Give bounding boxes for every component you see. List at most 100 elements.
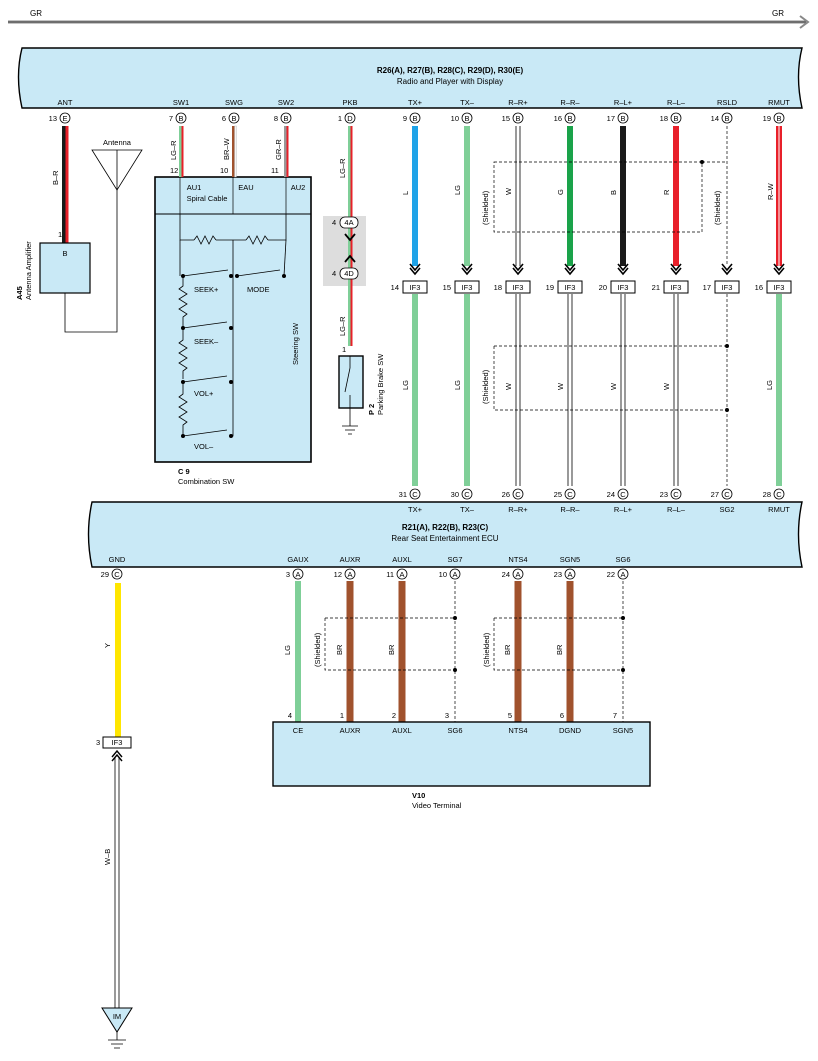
video-pin-label: AUXL bbox=[392, 726, 412, 735]
wire-au2: GR–R bbox=[274, 139, 283, 160]
shielded-label-5: (Shielded) bbox=[482, 632, 491, 667]
radio-pin-circle bbox=[409, 112, 421, 124]
rse-pin-circle bbox=[617, 488, 629, 500]
radio-pin-num: 18 bbox=[660, 114, 668, 123]
rse-bottom-pin-label: GAUX bbox=[287, 555, 308, 564]
rse-bottom-pin-num: 11 bbox=[386, 570, 394, 579]
rse-bottom-pin-label: NTS4 bbox=[508, 555, 527, 564]
au1-pin-num: 12 bbox=[170, 166, 178, 175]
radio-pin-circle bbox=[59, 112, 71, 124]
radio-pin-circle bbox=[773, 112, 785, 124]
if3-pin-num: 19 bbox=[546, 283, 554, 292]
rse-bottom-pin-label: SG6 bbox=[615, 555, 630, 564]
top-bus-left-label: GR bbox=[30, 9, 42, 18]
rse-pin-num: 28 bbox=[763, 490, 771, 499]
rse-bottom-pin-num: 12 bbox=[334, 570, 342, 579]
radio-pin-num: 6 bbox=[222, 114, 226, 123]
wire-label: R–W bbox=[766, 182, 775, 200]
wire-label: W bbox=[504, 382, 513, 390]
spiral-cable-label: Spiral Cable bbox=[187, 194, 228, 203]
rse-pin-conn: C bbox=[673, 490, 679, 499]
video-pin-label: SGN5 bbox=[613, 726, 633, 735]
radio-pin-num: 13 bbox=[49, 114, 57, 123]
antenna-wire-label: B–R bbox=[51, 170, 60, 185]
junction-4a-num: 4 bbox=[332, 218, 336, 227]
radio-pin-label: SW1 bbox=[173, 98, 189, 107]
shield-upper: (Shielded) (Shielded) (Shielded) bbox=[481, 160, 729, 412]
rse-title-name: Rear Seat Entertainment ECU bbox=[391, 534, 498, 543]
ground-if3-label: IF3 bbox=[112, 738, 123, 747]
if3-box bbox=[610, 280, 636, 294]
if3-label: IF3 bbox=[671, 283, 682, 292]
video-wire-label: BR bbox=[503, 644, 512, 655]
shield-lower: (Shielded) (Shielded) bbox=[313, 616, 625, 672]
rse-bottom-pin-conn: A bbox=[295, 570, 300, 579]
rse-bottom-pin-num: 3 bbox=[286, 570, 290, 579]
rse-pin-conn: C bbox=[567, 490, 573, 499]
rse-bottom-pin-label: GND bbox=[109, 555, 126, 564]
rse-pin-num: 31 bbox=[399, 490, 407, 499]
steering-sw-label: Steering SW bbox=[291, 322, 300, 365]
radio-pin-num: 9 bbox=[403, 114, 407, 123]
radio-pin-conn: B bbox=[231, 114, 236, 123]
connector-arrow bbox=[721, 263, 733, 276]
radio-pin-circle bbox=[461, 112, 473, 124]
radio-pin-num: 10 bbox=[451, 114, 459, 123]
video-wire bbox=[398, 581, 406, 722]
rse-bottom-pin-label: AUXL bbox=[392, 555, 412, 564]
if3-box bbox=[454, 280, 480, 294]
radio-pin-conn: B bbox=[178, 114, 183, 123]
top-bus: GR GR bbox=[8, 9, 810, 29]
radio-pin-label: TX– bbox=[460, 98, 475, 107]
radio-pin-label: R–L– bbox=[667, 98, 686, 107]
rse-bottom-pin-conn: A bbox=[399, 570, 404, 579]
wire-label: W bbox=[662, 382, 671, 390]
connector-arrow bbox=[773, 263, 785, 276]
if3-label: IF3 bbox=[462, 283, 473, 292]
switch-seek-minus: SEEK– bbox=[194, 337, 219, 346]
rse-pin-label: R–R– bbox=[560, 505, 580, 514]
if3-label: IF3 bbox=[513, 283, 524, 292]
if3-pin-num: 21 bbox=[652, 283, 660, 292]
connector-arrow bbox=[564, 263, 576, 276]
wire-segment bbox=[673, 126, 679, 266]
rse-pin-num: 25 bbox=[554, 490, 562, 499]
video-wire bbox=[295, 581, 301, 722]
signal-wires: LIF314LGLGIF315LGWIF318WGIF319WBIF320WRI… bbox=[391, 126, 792, 486]
if3-pin-num: 16 bbox=[755, 283, 763, 292]
rse-pin-circle bbox=[773, 488, 785, 500]
rse-bottom-pin-circle bbox=[396, 568, 408, 580]
video-wire-label: BR bbox=[555, 644, 564, 655]
radio-title-name: Radio and Player with Display bbox=[397, 77, 503, 86]
radio-pin-label: ANT bbox=[58, 98, 73, 107]
video-wire-label: BR bbox=[335, 644, 344, 655]
radio-pin-conn: B bbox=[567, 114, 572, 123]
wire-label: L bbox=[401, 191, 410, 195]
if3-label: IF3 bbox=[774, 283, 785, 292]
rse-bottom-pin-conn: A bbox=[347, 570, 352, 579]
if3-box bbox=[663, 280, 689, 294]
antenna-amp-pin: B bbox=[62, 249, 67, 258]
radio-pin-conn: B bbox=[724, 114, 729, 123]
pin-eau: EAU bbox=[238, 183, 253, 192]
rse-pin-circle bbox=[564, 488, 576, 500]
rse-ecu-block: R21(A), R22(B), R23(C) Rear Seat Enterta… bbox=[87, 501, 803, 568]
ground-if3-pin: 3 bbox=[96, 738, 100, 747]
rse-bottom-pin-num: 22 bbox=[607, 570, 615, 579]
wire-label: W bbox=[556, 382, 565, 390]
eau-pin-num: 10 bbox=[220, 166, 228, 175]
if3-box bbox=[505, 280, 531, 294]
rse-pin-num: 26 bbox=[502, 490, 510, 499]
rse-pin-label: RMUT bbox=[768, 505, 790, 514]
junction-4d-num: 4 bbox=[332, 269, 336, 278]
radio-pin-num: 7 bbox=[169, 114, 173, 123]
parking-wire-top: LG–R bbox=[338, 158, 347, 178]
wire-segment bbox=[776, 294, 782, 486]
switch-seek-plus: SEEK+ bbox=[194, 285, 219, 294]
rse-bottom-pin-num: 24 bbox=[502, 570, 510, 579]
shielded-label-2: (Shielded) bbox=[713, 190, 722, 225]
wire-segment bbox=[620, 126, 626, 266]
rse-pin-conn: C bbox=[620, 490, 626, 499]
